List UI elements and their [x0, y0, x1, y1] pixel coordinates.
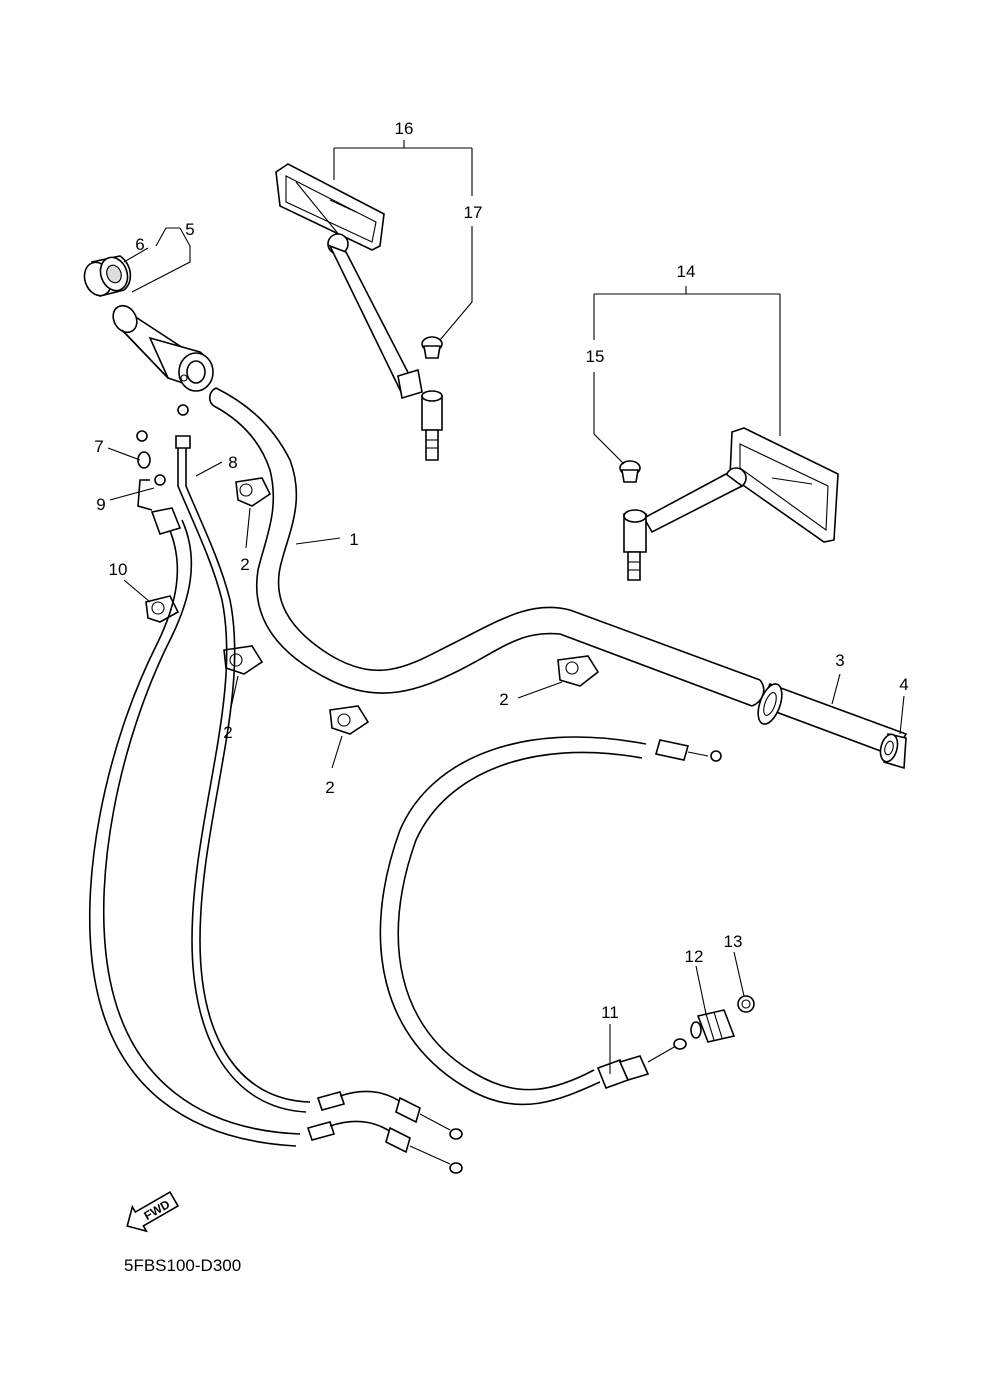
- callout-11: 11: [601, 1003, 619, 1022]
- callout-7: 7: [94, 437, 103, 456]
- callout-2a: 2: [240, 555, 249, 574]
- leader-lines: [107, 140, 905, 1074]
- left-mirror: [275, 163, 443, 461]
- clutch-cable: [379, 736, 722, 1106]
- right-mirror-cap: [619, 460, 641, 483]
- callout-14: 14: [677, 262, 696, 281]
- grip-end-cap: [83, 255, 132, 297]
- grip-end-ring: [879, 733, 907, 770]
- callout-8: 8: [228, 453, 237, 472]
- cable-clamp-4: [557, 655, 600, 687]
- callout-12: 12: [685, 947, 704, 966]
- fwd-arrow-icon: FWD: [126, 1190, 180, 1233]
- callout-9: 9: [96, 495, 105, 514]
- cable-clamp-3: [329, 705, 370, 735]
- lock-nut: [737, 995, 755, 1013]
- callout-6: 6: [135, 235, 144, 254]
- left-grip: [112, 304, 214, 392]
- callout-13: 13: [724, 932, 743, 951]
- callout-10: 10: [109, 560, 128, 579]
- callout-17: 17: [464, 203, 483, 222]
- right-mirror: [623, 427, 839, 581]
- throttle-cable-ends: [306, 1090, 463, 1174]
- callout-5: 5: [185, 220, 194, 239]
- cable-clamp-2: [223, 645, 264, 675]
- diagram-code: 5FBS100-D300: [124, 1256, 241, 1275]
- callout-2d: 2: [499, 690, 508, 709]
- callout-3: 3: [835, 651, 844, 670]
- cable-clamp-1: [235, 477, 272, 507]
- throttle-cable-2: [175, 404, 311, 1113]
- callout-15: 15: [586, 347, 605, 366]
- callout-4: 4: [899, 675, 908, 694]
- callout-1: 1: [349, 530, 358, 549]
- callout-2b: 2: [223, 723, 232, 742]
- handlebar: [208, 387, 765, 707]
- cable-adjuster: [690, 1009, 736, 1043]
- throttle-cable-1: [88, 430, 301, 1147]
- callout-2c: 2: [325, 778, 334, 797]
- callout-16: 16: [395, 119, 414, 138]
- left-mirror-cap: [421, 336, 443, 359]
